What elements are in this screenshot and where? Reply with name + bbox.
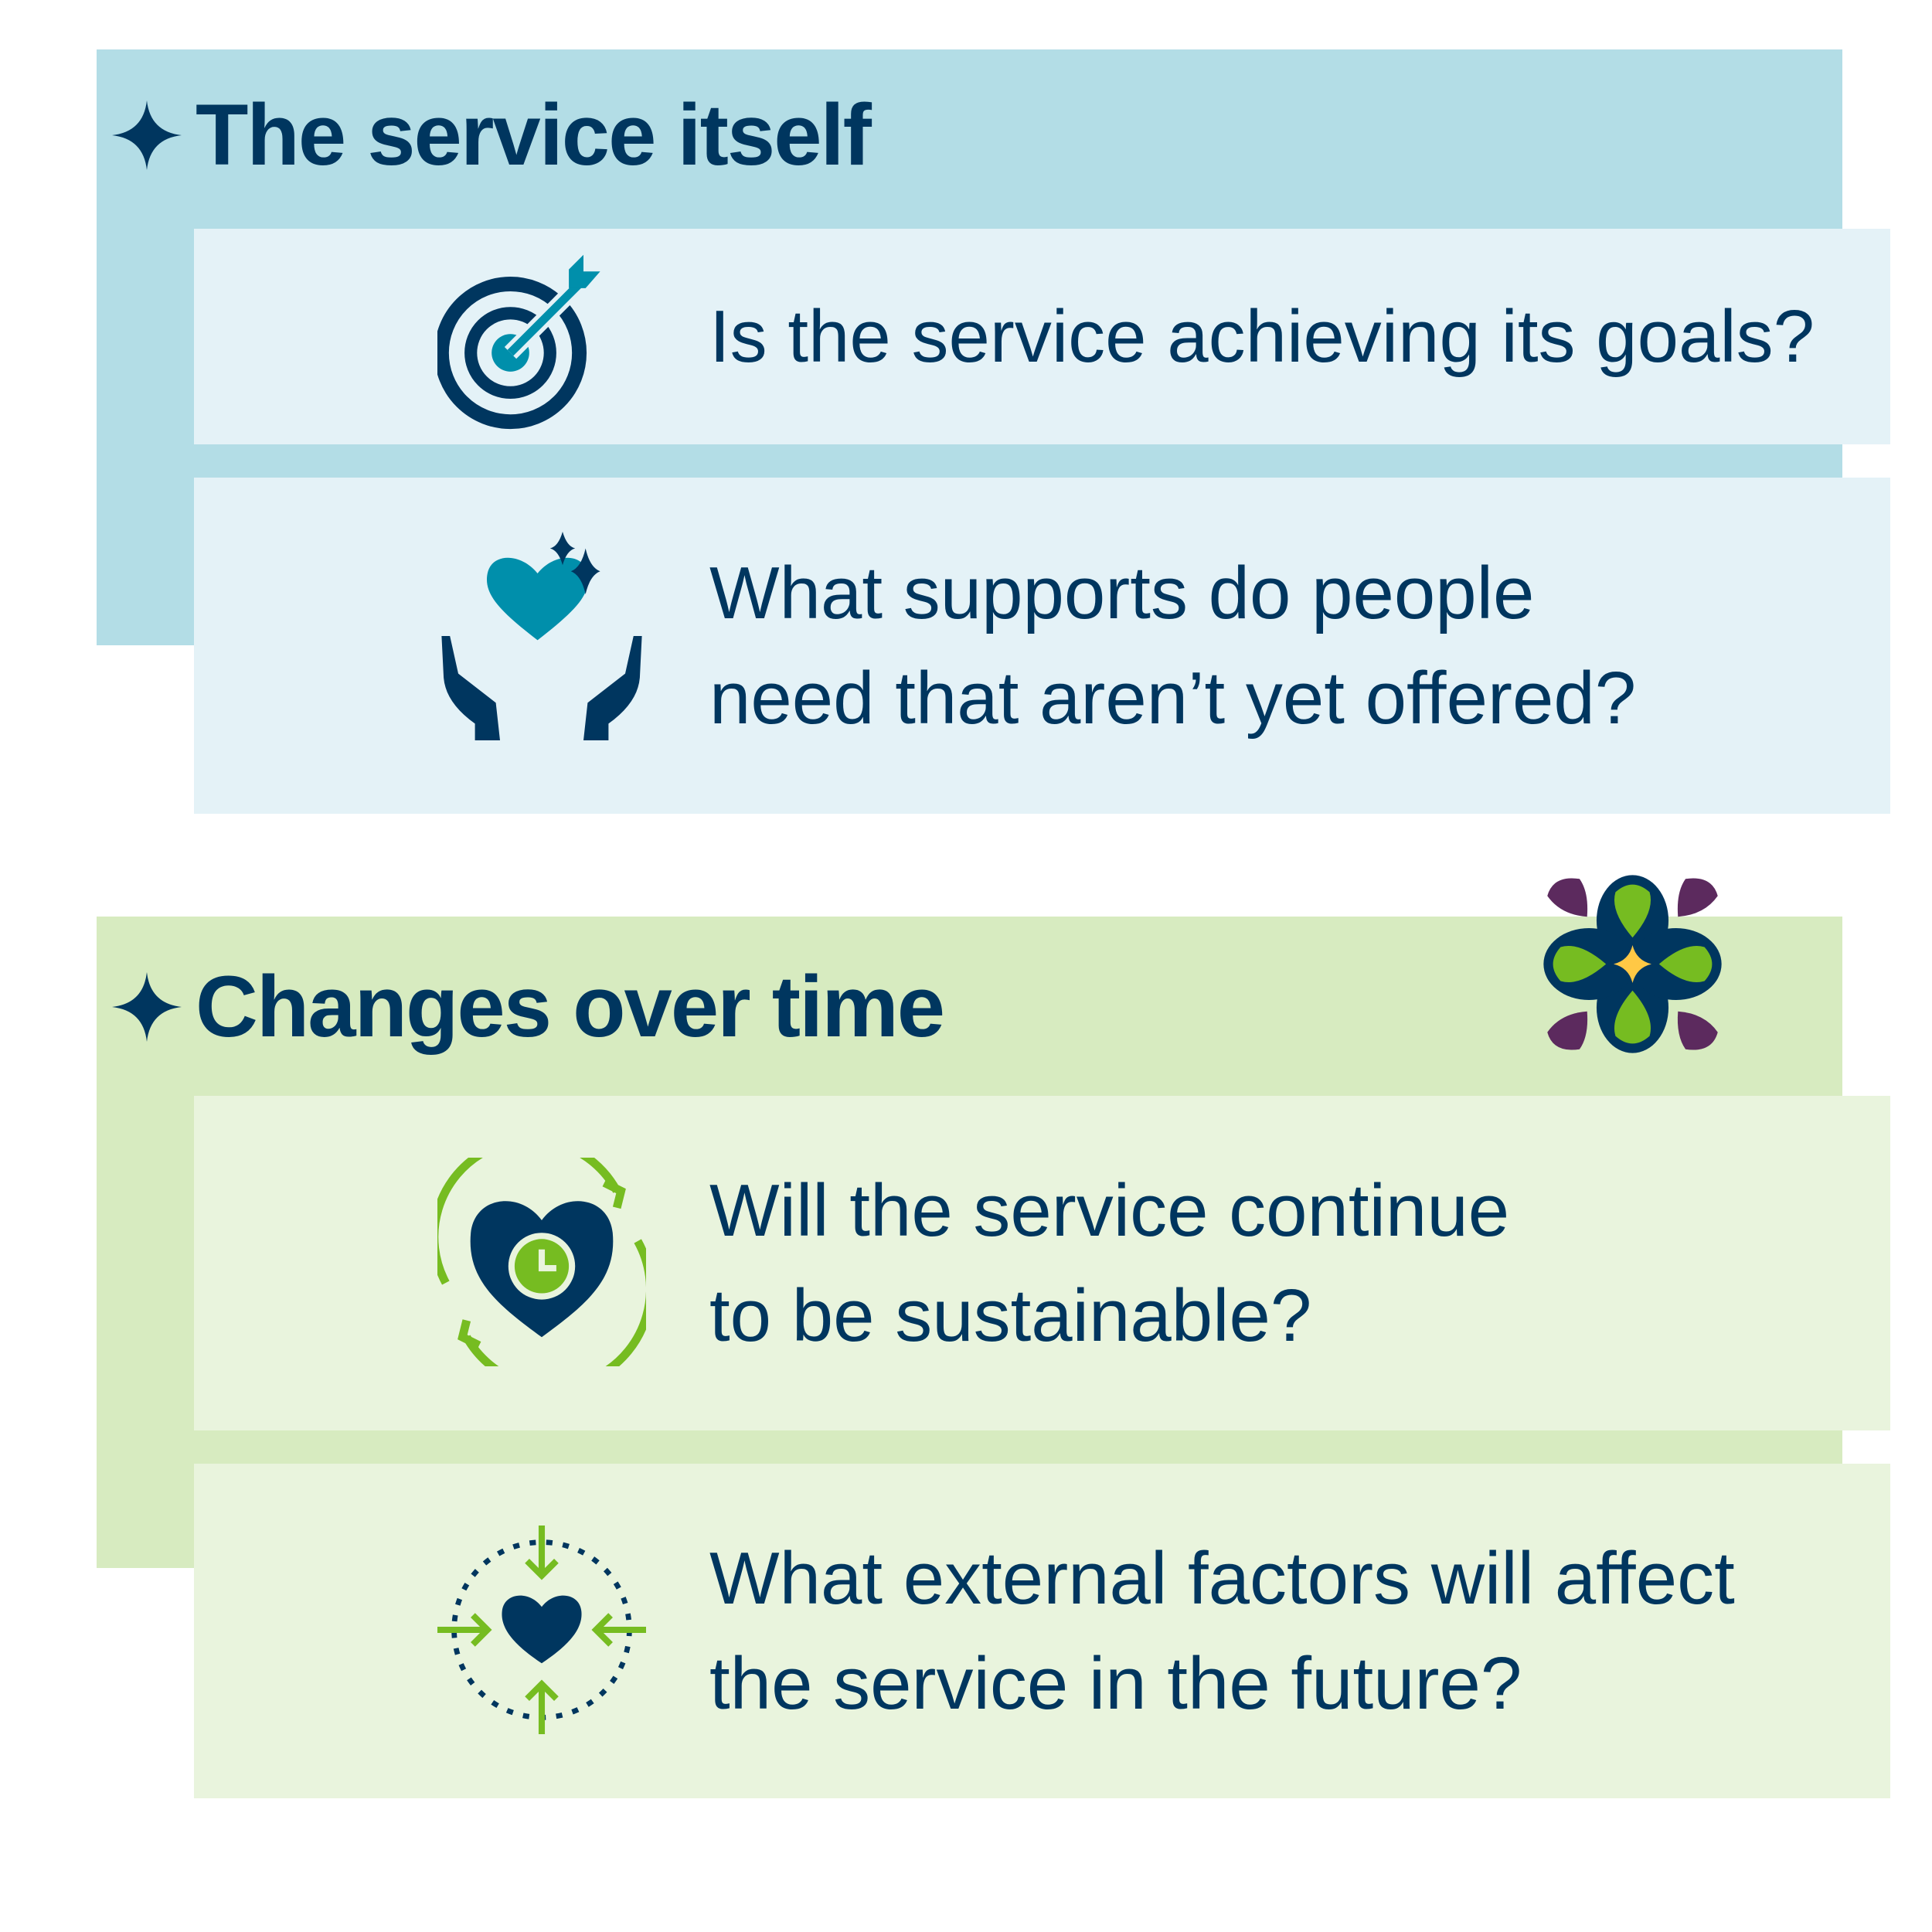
section-heading: Changes over time: [112, 957, 945, 1056]
question-text: Is the service achieving its goals?: [709, 294, 1815, 378]
question-text: Will the service continue to be sustaina…: [709, 1168, 1510, 1357]
section-title: The service itself: [196, 87, 872, 183]
sparkle-icon: [112, 100, 182, 170]
question-card: Will the service continue to be sustaina…: [194, 1096, 1890, 1430]
section-heading: The service itself: [112, 85, 872, 185]
question-card: What external factors will affect the se…: [194, 1464, 1890, 1798]
section-title: Changes over time: [196, 958, 945, 1055]
sparkle-icon: [112, 971, 182, 1042]
question-card: What supports do people need that aren’t…: [194, 478, 1890, 814]
target-arrow-icon: [437, 254, 600, 430]
hands-heart-icon: [441, 532, 642, 740]
heart-arrows-inward-icon: [437, 1526, 646, 1734]
flower-logo-icon: [1543, 875, 1722, 1053]
question-card: Is the service achieving its goals?: [194, 229, 1890, 444]
question-text: What external factors will affect the se…: [709, 1536, 1735, 1725]
question-text: What supports do people need that aren’t…: [709, 551, 1637, 740]
heart-clock-cycle-icon: [437, 1158, 646, 1366]
